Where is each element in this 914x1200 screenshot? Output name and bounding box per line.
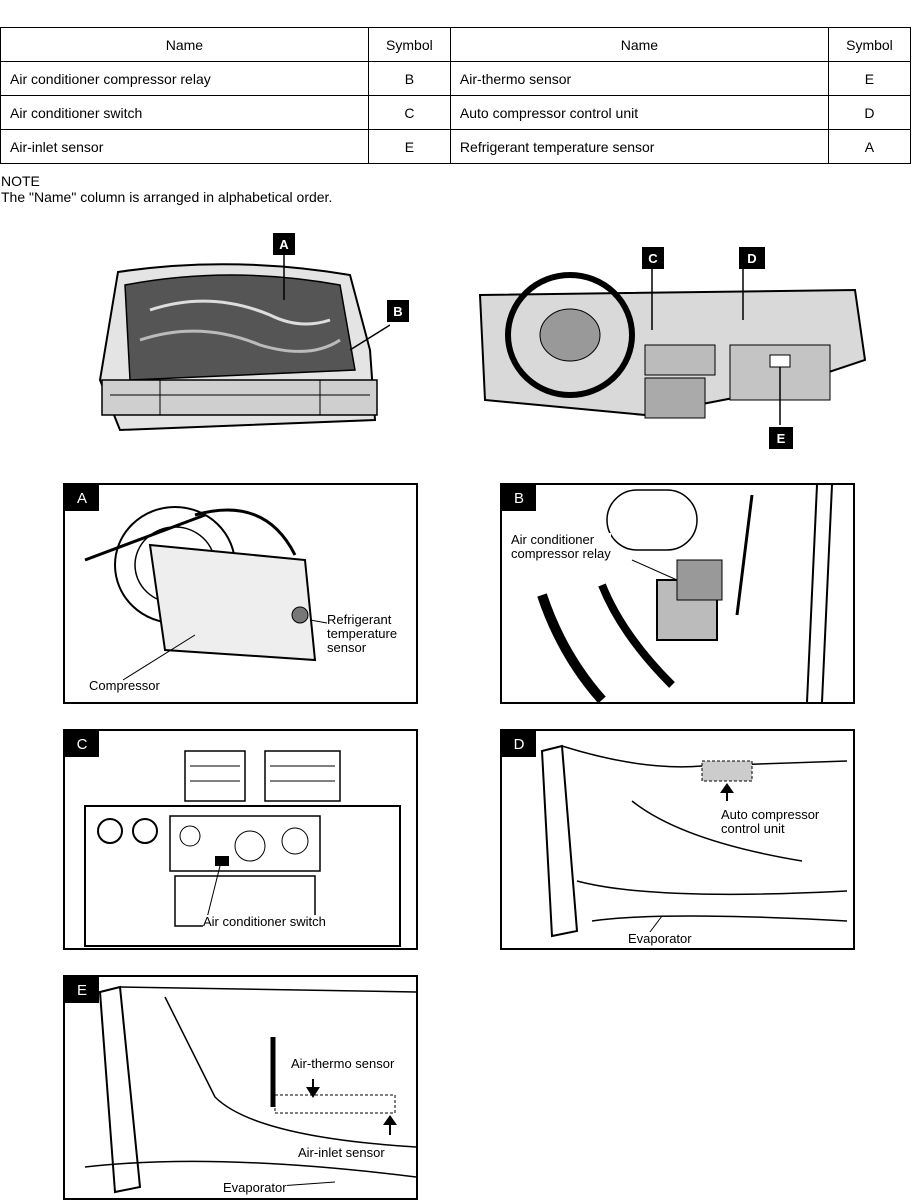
detail-panel-e: E Air-thermo sensor Air-inlet sensor Eva… [63,975,418,1200]
cell-name: Air conditioner switch [0,95,369,130]
cell-symbol: E [367,129,451,164]
detail-panel-b: B Air conditioner compressor relay [500,483,855,704]
cell-name: Air-thermo sensor [449,61,829,96]
table-row: Air-inlet sensor E Refrigerant temperatu… [0,129,912,164]
table-row: Air conditioner switch C Auto compressor… [0,95,912,130]
cell-name: Refrigerant temperature sensor [449,129,829,164]
detail-panel-c: C Air conditioner switch [63,729,418,950]
detail-panel-a: A Refrigerant temperature sensor Compres… [63,483,418,704]
cell-name: Air conditioner compressor relay [0,61,369,96]
callout-auto-compressor-control-unit: Auto compressor control unit [721,807,820,836]
note-block: NOTE The "Name" column is arranged in al… [1,173,332,205]
engine-compartment-illustration [90,230,390,460]
location-label-e: E [769,427,793,449]
cell-symbol: E [827,61,912,96]
callout-air-inlet-sensor: Air-inlet sensor [298,1145,385,1160]
table-header-row: Name Symbol Name Symbol [0,27,912,62]
location-label-d: D [739,247,765,269]
callout-evaporator-e: Evaporator [223,1180,287,1195]
panel-tag-d: D [502,731,536,757]
location-label-a: A [273,233,295,255]
cell-symbol: C [367,95,451,130]
callout-refrigerant-temperature-sensor: Refrigerant temperature sensor [327,612,398,655]
cell-symbol: D [827,95,912,130]
location-label-c: C [642,247,664,269]
cell-name: Air-inlet sensor [0,129,369,164]
component-table: Name Symbol Name Symbol Air conditioner … [0,27,912,164]
table-row: Air conditioner compressor relay B Air-t… [0,61,912,96]
cell-symbol: B [367,61,451,96]
detail-panel-d: D Auto compressor control unit Evaporato… [500,729,855,950]
callout-compressor: Compressor [89,678,160,693]
header-symbol-2: Symbol [827,27,912,62]
cell-name: Auto compressor control unit [449,95,829,130]
panel-tag-e: E [65,977,99,1003]
callout-air-conditioner-compressor-relay: Air conditioner compressor relay [511,532,611,561]
location-label-b: B [387,300,409,322]
callout-air-thermo-sensor: Air-thermo sensor [291,1056,395,1071]
header-symbol-1: Symbol [367,27,451,62]
cell-symbol: A [827,129,912,164]
callout-air-conditioner-switch: Air conditioner switch [203,914,326,929]
panel-tag-b: B [502,485,536,511]
note-title: NOTE [1,173,40,189]
header-name-2: Name [449,27,829,62]
panel-tag-c: C [65,731,99,757]
dashboard-illustration [475,250,870,440]
note-text: The "Name" column is arranged in alphabe… [1,189,333,205]
panel-tag-a: A [65,485,99,511]
header-name-1: Name [0,27,369,62]
callout-evaporator: Evaporator [628,931,692,946]
